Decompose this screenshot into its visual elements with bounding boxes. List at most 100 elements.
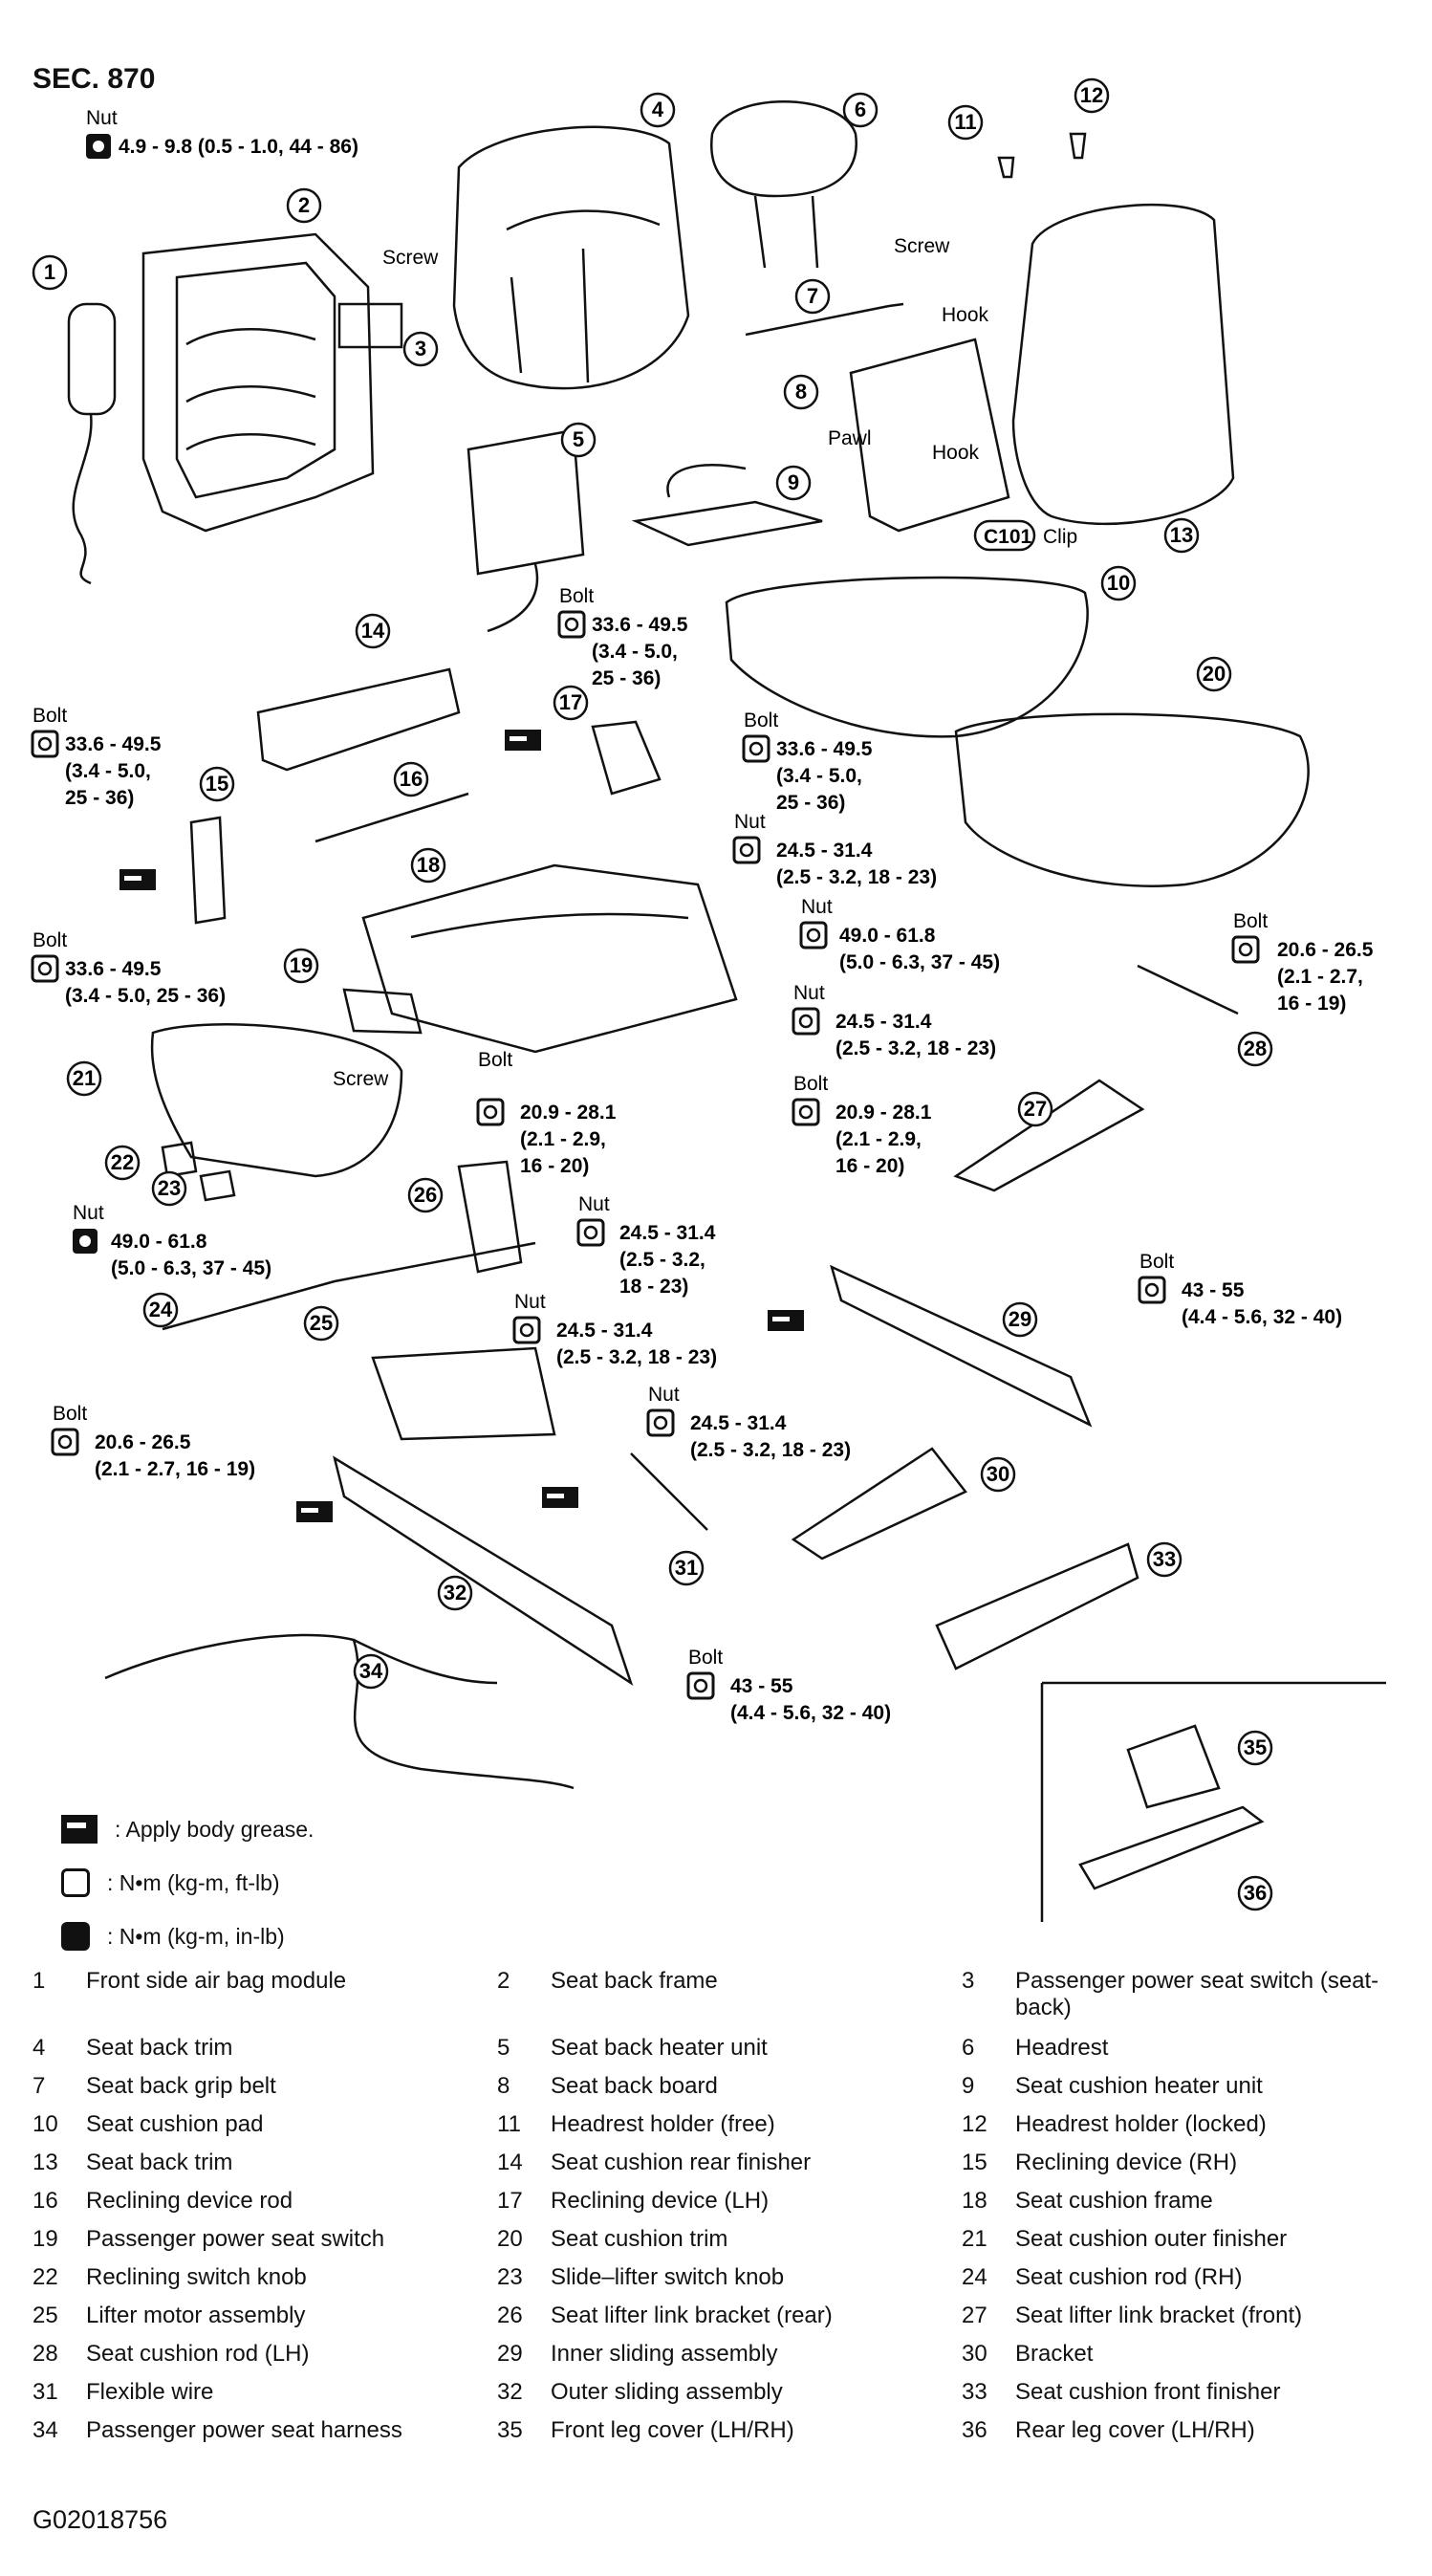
part-number: 30 (962, 2341, 987, 2367)
callout-number: 16 (400, 767, 423, 791)
callout-circle (32, 254, 68, 291)
part-number: 17 (497, 2188, 523, 2214)
hook-label: Hook (942, 304, 989, 326)
part-number: 35 (497, 2417, 523, 2443)
part-name: Seat back trim (86, 2150, 233, 2175)
rear-finisher-drawing (256, 667, 461, 772)
callout-circle (1196, 656, 1232, 692)
callout-circle (407, 1177, 444, 1213)
callout-circle (142, 1292, 179, 1328)
callout-number: 26 (414, 1183, 437, 1207)
callout-number: 11 (954, 110, 976, 134)
svg-text:25 - 36): 25 - 36) (776, 792, 845, 814)
part-number: 31 (33, 2379, 58, 2405)
svg-text:Bolt: Bolt (33, 705, 67, 727)
reclining-rh-drawing (189, 816, 227, 925)
part-name: Seat lifter link bracket (front) (1015, 2303, 1303, 2328)
part-number: 32 (497, 2379, 523, 2405)
pawl-label: Pawl (828, 427, 872, 449)
svg-text:Bolt: Bolt (688, 1647, 723, 1669)
svg-text:Bolt: Bolt (793, 1073, 828, 1095)
svg-text:(4.4 - 5.6, 32 - 40): (4.4 - 5.6, 32 - 40) (1182, 1306, 1342, 1328)
part-number: 24 (962, 2264, 987, 2290)
svg-text:(2.5 - 3.2, 18 - 23): (2.5 - 3.2, 18 - 23) (835, 1037, 996, 1059)
part-name: Reclining device rod (86, 2188, 293, 2214)
svg-text:(3.4 - 5.0,: (3.4 - 5.0, (776, 765, 862, 787)
power-seat-switch-drawing (342, 988, 423, 1035)
part-number: 22 (33, 2264, 58, 2290)
svg-text:25 - 36): 25 - 36) (592, 667, 661, 689)
part-number: 26 (497, 2303, 523, 2328)
callout-number: 23 (158, 1176, 181, 1200)
callout-number: 3 (415, 337, 426, 360)
callout-number: 5 (573, 427, 584, 451)
seat-back-heater-drawing (466, 428, 585, 633)
callout-circle (104, 1145, 141, 1181)
part-number: 2 (497, 1968, 510, 1994)
outer-finisher-drawing (150, 1023, 403, 1178)
callout-circle (775, 465, 812, 501)
svg-text:Bolt: Bolt (1139, 1251, 1174, 1273)
svg-text:(3.4 - 5.0,: (3.4 - 5.0, (592, 641, 678, 663)
svg-text:Nut: Nut (648, 1384, 680, 1406)
callout-number: 7 (807, 284, 818, 308)
callout-circle (151, 1170, 187, 1207)
svg-text:24.5 - 31.4: 24.5 - 31.4 (776, 840, 873, 862)
svg-text:(2.5 - 3.2,: (2.5 - 3.2, (619, 1249, 705, 1271)
inset-frame (1040, 1681, 1386, 1922)
part-name: Seat back frame (551, 1968, 718, 1994)
svg-text:Bolt: Bolt (744, 709, 778, 731)
callout-number: 21 (73, 1066, 96, 1090)
callout-circle (437, 1575, 473, 1611)
part-number: 13 (33, 2150, 58, 2175)
svg-text:Nut: Nut (514, 1291, 546, 1313)
part-number: 8 (497, 2073, 510, 2099)
callout-number: 22 (111, 1150, 134, 1174)
knob-drawing (161, 1141, 236, 1202)
callout-circle (1237, 1730, 1273, 1766)
reclining-rod-drawing (315, 792, 469, 843)
callout-number: 20 (1203, 662, 1226, 686)
grease-symbol (61, 1815, 98, 1844)
callout-circle (783, 374, 819, 410)
callout-number: 8 (795, 380, 807, 404)
part-number: 25 (33, 2303, 58, 2328)
part-number: 20 (497, 2226, 523, 2252)
callout-number: 24 (149, 1298, 173, 1321)
callout-number: 34 (359, 1659, 383, 1683)
svg-text:Nut: Nut (73, 1202, 104, 1224)
callout-number: 25 (310, 1311, 333, 1335)
svg-text:33.6 - 49.5: 33.6 - 49.5 (65, 958, 162, 980)
svg-text:Bolt: Bolt (33, 929, 67, 951)
callout-circle (1017, 1091, 1053, 1127)
clip-label: Clip (1043, 526, 1077, 548)
cushion-trim-drawing (954, 712, 1310, 887)
callout-circle (1237, 1875, 1273, 1911)
legend-in-lb: : N•m (kg-m, in-lb) (107, 1923, 285, 1949)
svg-text:24.5 - 31.4: 24.5 - 31.4 (619, 1222, 716, 1244)
part-number: 23 (497, 2264, 523, 2290)
callout-circle (1163, 517, 1200, 554)
part-number: 18 (962, 2188, 987, 2214)
reclining-lh-drawing (591, 720, 662, 796)
callout-circle (553, 685, 589, 721)
inner-sliding-drawing (830, 1264, 1093, 1428)
callout-number: 33 (1153, 1547, 1176, 1571)
callout-number: 30 (987, 1462, 1009, 1486)
part-number: 19 (33, 2226, 58, 2252)
svg-text:Bolt: Bolt (53, 1403, 87, 1425)
callout-circle (794, 278, 831, 315)
part-name: Headrest holder (locked) (1015, 2111, 1267, 2137)
svg-text:Nut: Nut (793, 982, 825, 1004)
nut-torque: 4.9 - 9.8 (0.5 - 1.0, 44 - 86) (119, 136, 358, 158)
part-number: 21 (962, 2226, 987, 2252)
svg-text:(2.5 - 3.2, 18 - 23): (2.5 - 3.2, 18 - 23) (776, 866, 937, 888)
bracket-drawing (791, 1447, 967, 1561)
callout-number: 2 (298, 193, 310, 217)
svg-text:24.5 - 31.4: 24.5 - 31.4 (690, 1412, 787, 1434)
clip-code: C101 (984, 526, 1032, 548)
svg-text:Bolt: Bolt (559, 585, 594, 607)
